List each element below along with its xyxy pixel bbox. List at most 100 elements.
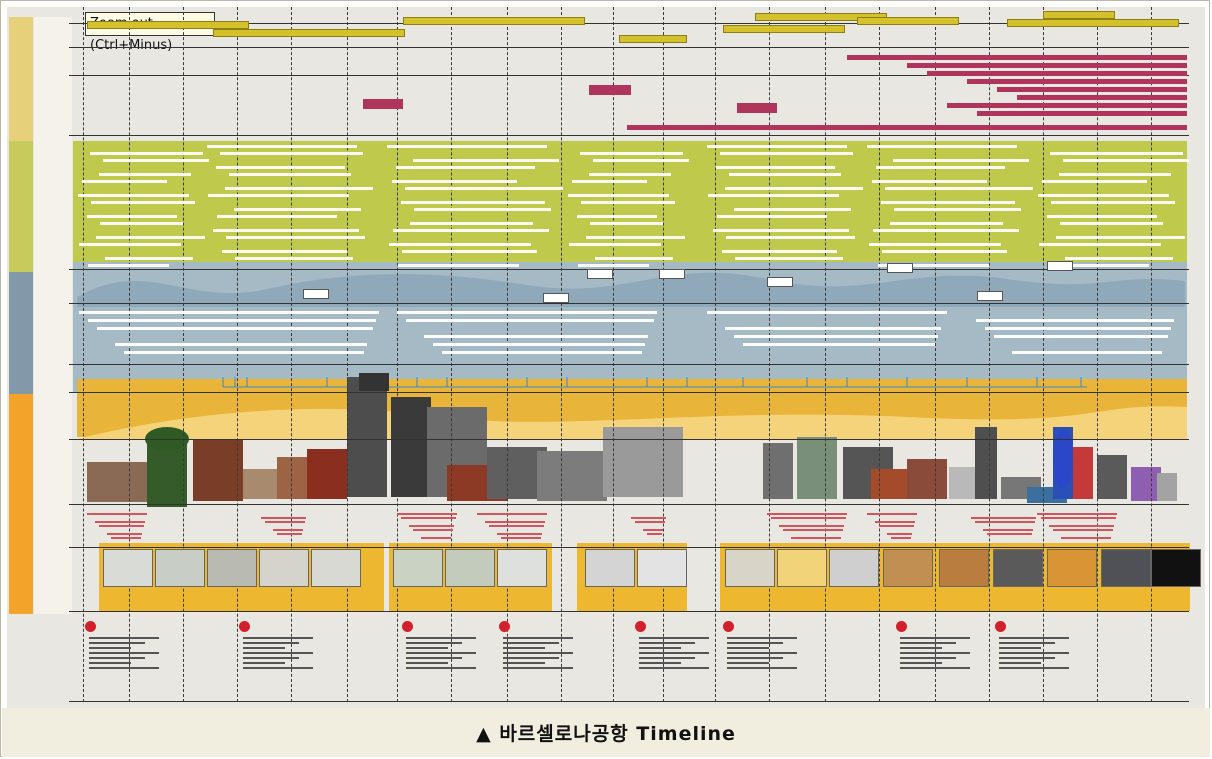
- green-row-line: [708, 194, 839, 197]
- blue-row-line: [424, 335, 648, 338]
- event-marker: [363, 99, 403, 109]
- marker-text-line: [639, 652, 709, 654]
- marker-text-line: [727, 657, 783, 659]
- event-bar: [947, 103, 1187, 108]
- marker-text-line: [999, 657, 1055, 659]
- building: [193, 439, 243, 501]
- event-annotation: [791, 537, 841, 539]
- row-divider: [69, 269, 1189, 270]
- grid-line: [1043, 7, 1044, 702]
- numbered-marker-icon: [995, 621, 1006, 632]
- numbered-marker-icon: [723, 621, 734, 632]
- green-row-line: [82, 180, 167, 183]
- info-box: [887, 263, 913, 273]
- green-row-line: [105, 257, 193, 260]
- marker-text-line: [639, 662, 681, 664]
- plan-thumbnail: [103, 549, 153, 587]
- building: [949, 467, 979, 499]
- green-row-line: [1059, 173, 1171, 176]
- event-annotation: [1053, 529, 1113, 531]
- event-bar: [967, 79, 1187, 84]
- building: [603, 427, 683, 497]
- green-row-line: [213, 229, 359, 232]
- grid-line: [769, 7, 770, 702]
- era-bar: [619, 35, 687, 43]
- grid-line: [347, 7, 348, 702]
- blue-row-line: [743, 343, 935, 346]
- green-row-line: [716, 166, 835, 169]
- green-row-line: [881, 201, 1015, 204]
- building: [307, 449, 347, 499]
- green-row-line: [226, 236, 365, 239]
- plan-thumbnail: [585, 549, 635, 587]
- event-annotation: [421, 537, 451, 539]
- grid-line: [83, 7, 84, 702]
- blue-row-line: [88, 319, 376, 322]
- marker-text-line: [639, 667, 709, 669]
- grid-line: [183, 7, 184, 702]
- event-annotation: [771, 517, 846, 519]
- green-row-line: [405, 187, 563, 190]
- marker-text-line: [89, 657, 145, 659]
- building: [1097, 455, 1127, 499]
- blue-row-line: [124, 351, 364, 354]
- building: [1157, 473, 1177, 501]
- marker-text-line: [89, 662, 131, 664]
- marker-text-line: [406, 647, 448, 649]
- numbered-marker-icon: [85, 621, 96, 632]
- tower-block: [359, 373, 389, 391]
- grid-line: [507, 7, 508, 702]
- plan-thumbnail: [637, 549, 687, 587]
- green-row-line: [577, 215, 657, 218]
- plan-thumbnail: [259, 549, 309, 587]
- event-annotation: [261, 517, 306, 519]
- marker-text-line: [900, 667, 970, 669]
- timeline-screen: Zoom out (Ctrl+Minus): [7, 7, 1205, 709]
- green-row-line: [725, 187, 863, 190]
- era-bar: [1007, 19, 1179, 27]
- left-band-3: [9, 272, 33, 394]
- event-annotation: [971, 517, 1036, 519]
- plan-thumbnail: [1101, 549, 1151, 587]
- marker-text-line: [639, 657, 695, 659]
- era-bar: [87, 21, 249, 29]
- event-annotation: [489, 525, 544, 527]
- green-row-line: [414, 208, 551, 211]
- green-row-line: [867, 145, 1017, 148]
- marker-text-line: [503, 647, 545, 649]
- green-row-line: [90, 152, 203, 155]
- marker-text-line: [89, 647, 131, 649]
- event-annotation: [413, 529, 453, 531]
- event-annotation: [635, 521, 665, 523]
- numbered-marker-icon: [635, 621, 646, 632]
- info-box: [587, 269, 613, 279]
- blue-row-line: [115, 343, 367, 346]
- building: [975, 427, 997, 499]
- green-row-line: [234, 208, 361, 211]
- event-marker: [737, 103, 777, 113]
- event-annotation: [497, 533, 542, 535]
- row-divider: [69, 47, 1189, 48]
- green-row-line: [722, 250, 837, 253]
- blue-row-line: [725, 327, 941, 330]
- marker-text-line: [900, 657, 956, 659]
- green-row-line: [1038, 194, 1169, 197]
- green-row-line: [734, 208, 851, 211]
- green-row-line: [207, 145, 357, 148]
- building: [1073, 447, 1093, 499]
- building: [87, 462, 147, 502]
- era-bar: [723, 25, 845, 33]
- grid-line: [451, 7, 452, 702]
- building: [347, 377, 387, 497]
- blue-row-line: [442, 351, 642, 354]
- blue-wave: [77, 272, 1185, 307]
- grid-line: [715, 7, 716, 702]
- blue-row-line: [433, 343, 645, 346]
- row-divider: [69, 303, 1189, 304]
- row-divider: [69, 611, 1189, 612]
- row-divider: [69, 701, 1189, 702]
- marker-text-line: [900, 637, 970, 639]
- green-row-line: [393, 229, 549, 232]
- green-row-line: [1065, 257, 1173, 260]
- numbered-marker-icon: [896, 621, 907, 632]
